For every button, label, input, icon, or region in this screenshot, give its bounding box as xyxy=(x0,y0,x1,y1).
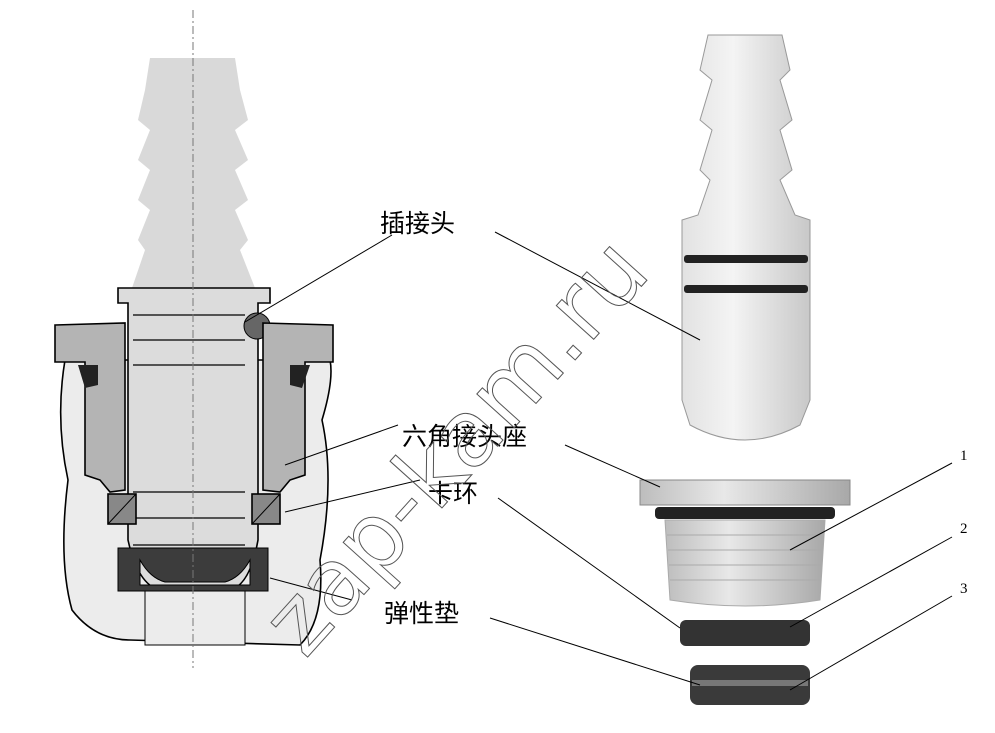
label-snap-ring: 卡环 xyxy=(428,479,478,508)
housing-bore xyxy=(144,584,246,646)
seal-right xyxy=(290,365,310,388)
photo-hex-nut xyxy=(639,479,851,506)
photo-plug xyxy=(681,34,811,441)
leader-lines xyxy=(244,231,953,691)
callout-3: 3 xyxy=(960,581,968,597)
hex-seat-left xyxy=(54,322,126,493)
callout-1: 1 xyxy=(960,448,968,464)
section-view xyxy=(54,10,334,668)
seal-left xyxy=(78,365,98,388)
label-hex-seat: 六角接头座 xyxy=(402,422,527,451)
callout-2: 2 xyxy=(960,521,968,537)
photo-snap-ring xyxy=(680,620,810,646)
hex-seat-right xyxy=(262,322,334,493)
exploded-view xyxy=(639,34,851,705)
label-elastic-pad: 弹性垫 xyxy=(384,599,459,628)
elastic-pad xyxy=(117,547,269,592)
label-plug: 插接头 xyxy=(380,209,455,238)
